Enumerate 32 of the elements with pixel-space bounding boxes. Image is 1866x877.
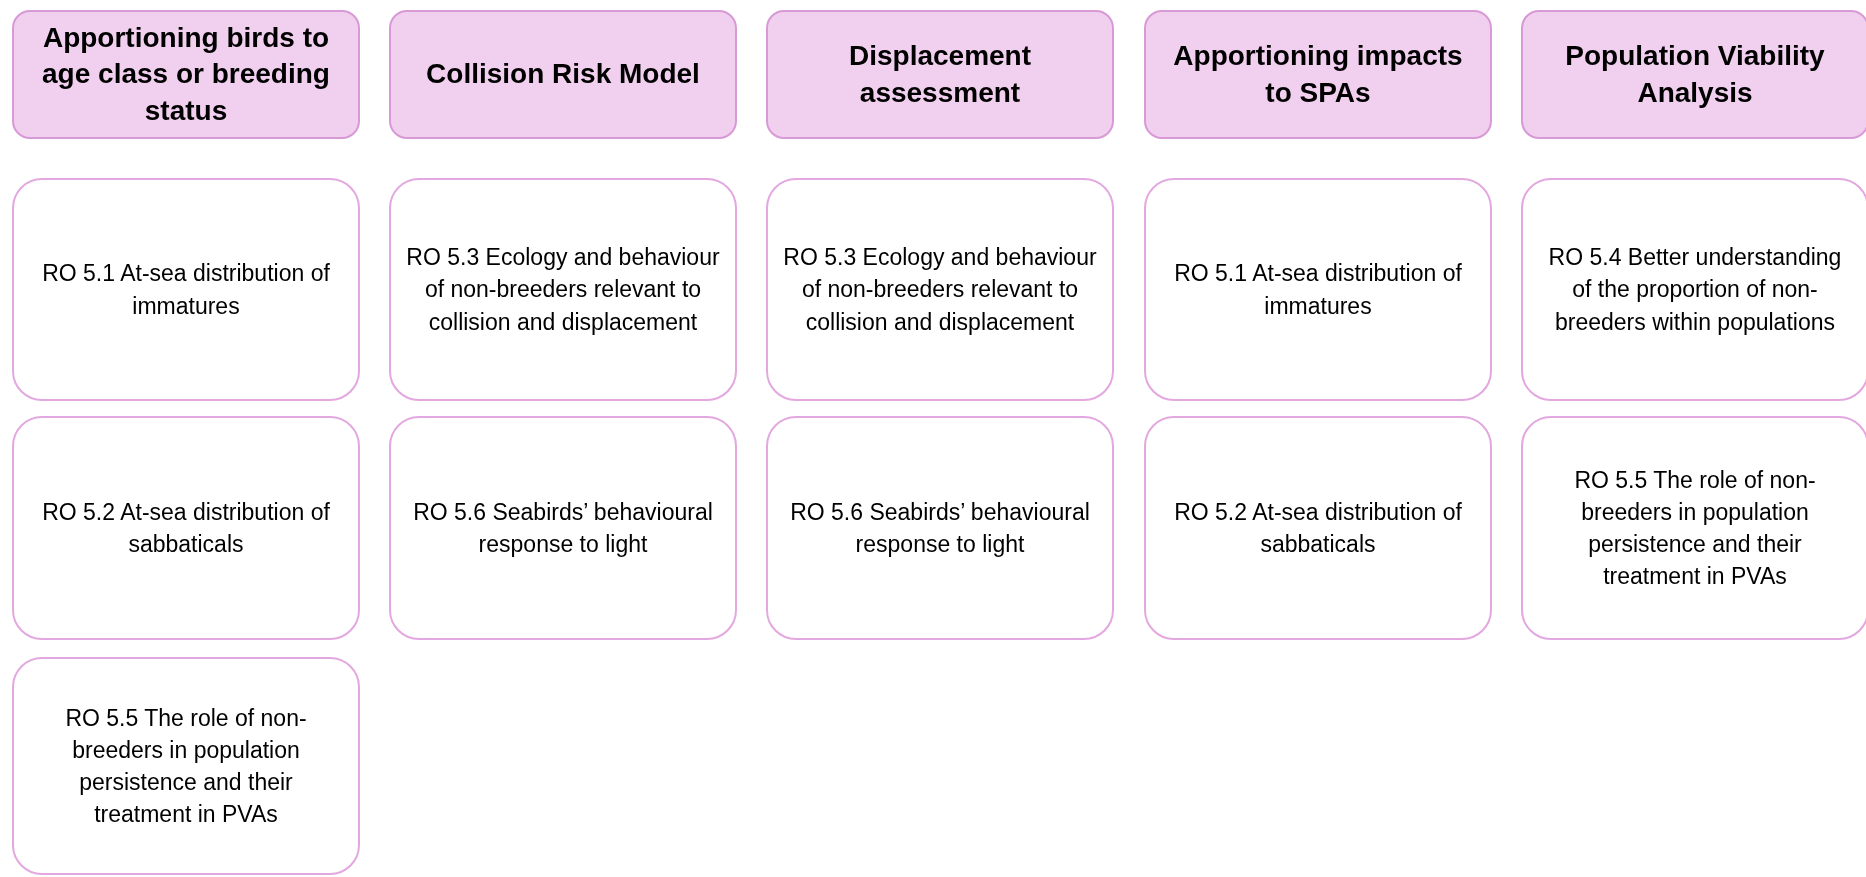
objective-box xyxy=(12,416,360,640)
objective-text: RO 5.3 Ecology and behaviour of non-breeders relevant to collision and displacement xyxy=(782,243,1098,337)
objective-box xyxy=(1144,416,1492,640)
objective-box xyxy=(1521,178,1866,401)
header-box xyxy=(1144,10,1492,139)
objective-box xyxy=(389,178,737,401)
objective-text: RO 5.2 At-sea distribution of sabbaticals xyxy=(41,497,331,559)
objective-text: RO 5.6 Seabirds’ behavioural response to light xyxy=(412,497,714,559)
header-box xyxy=(12,10,360,139)
header-box xyxy=(389,10,737,139)
objective-box xyxy=(1521,416,1866,640)
objective-text: RO 5.4 Better understanding of the proportion of non-breeders within populations xyxy=(1547,243,1843,337)
objective-text: RO 5.5 The role of non-breeders in population persistence and their treatment in PVAs xyxy=(64,703,308,830)
objective-text: RO 5.5 The role of non-breeders in population persistence and their treatment in PVAs xyxy=(1573,465,1817,592)
objective-box xyxy=(12,657,360,875)
objective-box xyxy=(1144,178,1492,401)
objective-text: RO 5.3 Ecology and behaviour of non-breeders relevant to collision and displacement xyxy=(405,243,721,337)
header-text: Population Viability Analysis xyxy=(1564,39,1826,110)
objective-box xyxy=(766,416,1114,640)
header-text: Collision Risk Model xyxy=(426,57,700,92)
header-box xyxy=(766,10,1114,139)
header-text: Displacement assessment xyxy=(847,39,1033,110)
objective-text: RO 5.2 At-sea distribution of sabbaticals xyxy=(1173,497,1463,559)
objective-box xyxy=(766,178,1114,401)
header-box xyxy=(1521,10,1866,139)
objective-box xyxy=(389,416,737,640)
header-text: Apportioning birds to age class or breeding status xyxy=(41,20,331,128)
objective-text: RO 5.6 Seabirds’ behavioural response to light xyxy=(789,497,1091,559)
objective-text: RO 5.1 At-sea distribution of immatures xyxy=(1173,259,1463,321)
objective-box xyxy=(12,178,360,401)
header-text: Apportioning impacts to SPAs xyxy=(1172,39,1464,110)
objective-text: RO 5.1 At-sea distribution of immatures xyxy=(41,259,331,321)
